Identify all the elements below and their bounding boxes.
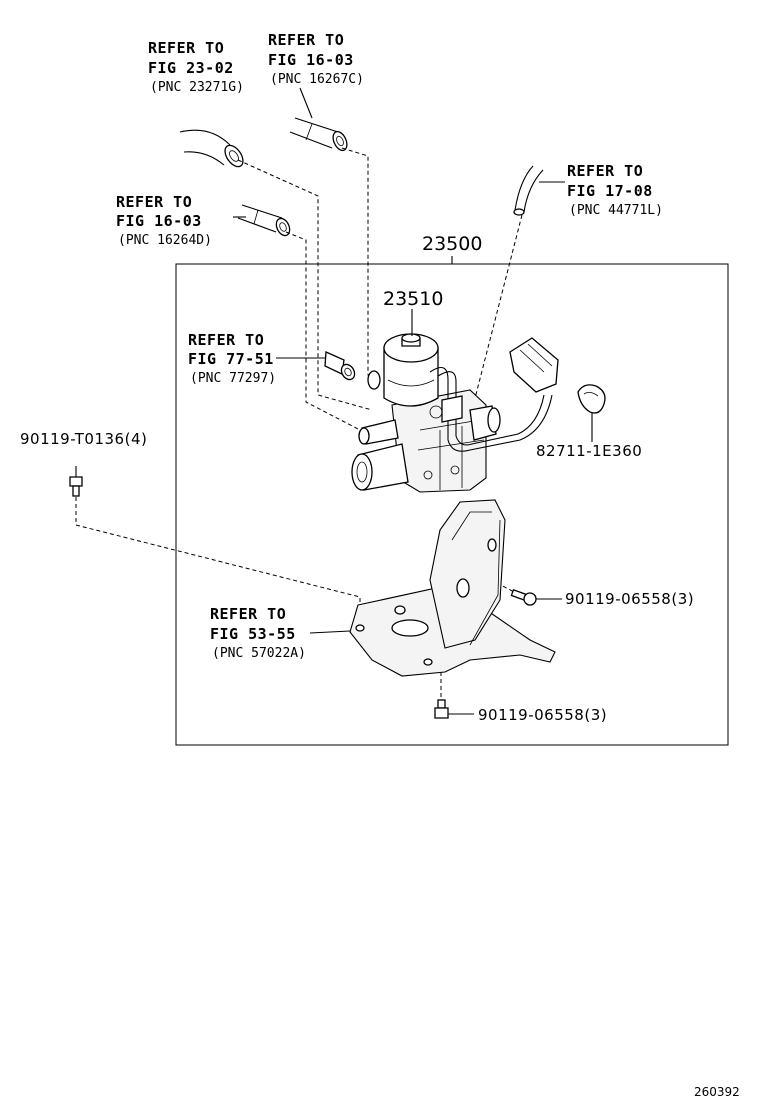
hose-44771l <box>513 165 544 216</box>
ref-23-02-line1: REFER TO <box>148 39 225 57</box>
part-number-23510: 23510 <box>383 288 444 310</box>
hose-23271g <box>179 129 244 168</box>
ref-23-02-line2: FIG 23-02 <box>148 59 234 77</box>
valve-assembly <box>351 333 559 493</box>
part-number-bolt-bottom: 90119-06558(3) <box>478 706 608 724</box>
part-number-clamp: 82711-1E360 <box>536 442 643 460</box>
bolt-right <box>510 588 562 606</box>
bolt-left <box>69 466 83 497</box>
ref-17-08-pnc: (PNC 44771L) <box>569 203 663 218</box>
part-number-bolt-left: 90119-T0136(4) <box>20 430 148 448</box>
clamp-82711 <box>577 384 606 442</box>
ref-77-51-line1: REFER TO <box>188 331 265 349</box>
ref-16-03-d-pnc: (PNC 16264D) <box>118 233 212 248</box>
ref-16-03-c-line1: REFER TO <box>268 31 345 49</box>
ref-17-08-line1: REFER TO <box>567 162 644 180</box>
part-number-bolt-right: 90119-06558(3) <box>565 590 695 608</box>
ref-23-02-pnc: (PNC 23271G) <box>150 80 244 95</box>
ref-17-08-line2: FIG 17-08 <box>567 182 653 200</box>
ref-53-55-pnc: (PNC 57022A) <box>212 646 306 661</box>
hose-16264d <box>237 204 291 237</box>
ref-77-51-line2: FIG 77-51 <box>188 350 274 368</box>
ref-53-55-line2: FIG 53-55 <box>210 625 296 643</box>
hose-16267c <box>289 117 348 152</box>
bolt-bottom <box>434 699 474 719</box>
ref-16-03-c-line2: FIG 16-03 <box>268 51 354 69</box>
ref-16-03-d-line1: REFER TO <box>116 193 193 211</box>
ref-16-03-d-line2: FIG 16-03 <box>116 212 202 230</box>
ref-77-51-pnc: (PNC 77297) <box>190 371 277 386</box>
ref-53-55-line1: REFER TO <box>210 605 287 623</box>
part-number-23500: 23500 <box>422 233 483 255</box>
fitting-77297 <box>324 351 356 381</box>
ref-16-03-c-pnc: (PNC 16267C) <box>270 72 364 87</box>
drawing-code: 260392 <box>694 1085 740 1099</box>
bracket-57022a <box>349 499 556 677</box>
